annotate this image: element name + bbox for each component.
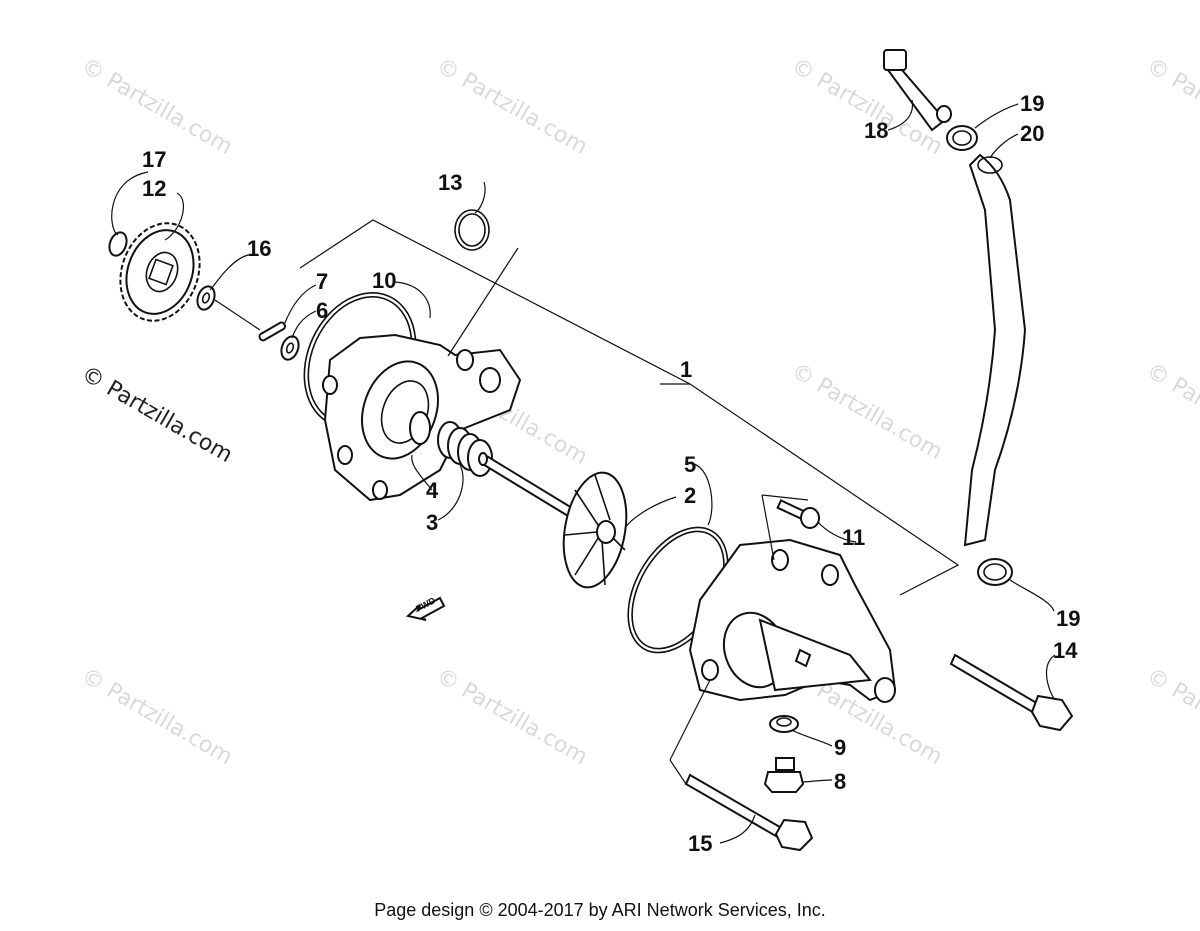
callout-15: 15	[688, 831, 712, 856]
callout-17: 17	[142, 147, 166, 172]
watermark-layer: © Partzilla.com © Partzilla.com © Partzi…	[77, 54, 1200, 771]
callout-9: 9	[834, 735, 846, 760]
part-drain-bolt[interactable]	[763, 757, 805, 793]
part-o-ring-small[interactable]	[454, 209, 490, 251]
part-long-bolt-lower[interactable]	[684, 773, 814, 852]
callout-labels: 17 12 16 7 6 10 13 1 4 3 5 2 11 9 8 14 1…	[142, 91, 1080, 856]
part-hose-clamp-lower[interactable]	[977, 558, 1013, 586]
leader-lines	[111, 99, 1056, 844]
part-mechanical-seal[interactable]	[437, 421, 493, 477]
callout-11: 11	[842, 525, 865, 550]
watermark: © Partzilla.com	[1142, 664, 1200, 771]
part-screw[interactable]	[776, 499, 820, 529]
part-oil-seal[interactable]	[409, 411, 431, 445]
callout-18: 18	[864, 118, 888, 143]
callout-16: 16	[247, 236, 271, 261]
callout-2: 2	[684, 483, 696, 508]
part-drain-washer[interactable]	[769, 715, 799, 733]
part-long-bolt[interactable]	[949, 653, 1074, 732]
watermark: © Partzilla.com	[432, 664, 592, 771]
watermark: © Partzilla.com	[77, 54, 237, 161]
water-pump-diagram: © Partzilla.com © Partzilla.com © Partzi…	[77, 49, 1200, 856]
callout-1: 1	[680, 357, 692, 382]
copyright-footer: Page design © 2004-2017 by ARI Network S…	[374, 900, 826, 920]
part-washer[interactable]	[194, 284, 217, 312]
part-washer-small[interactable]	[278, 334, 301, 362]
callout-7: 7	[316, 269, 328, 294]
part-sprocket[interactable]	[107, 212, 213, 332]
callout-14: 14	[1053, 638, 1078, 663]
watermark: © Partzilla.com	[1142, 54, 1200, 161]
watermark: © Partzilla.com	[1142, 359, 1200, 466]
watermark: © Partzilla.com	[787, 359, 947, 466]
part-hose-clamp-upper[interactable]	[946, 125, 978, 151]
callout-20: 20	[1020, 121, 1044, 146]
part-pin[interactable]	[258, 321, 287, 342]
watermark: © Partzilla.com	[77, 664, 237, 771]
callout-19-upper: 19	[1020, 91, 1044, 116]
part-impeller[interactable]	[555, 468, 634, 593]
callout-19-lower: 19	[1056, 606, 1080, 631]
callout-10: 10	[372, 268, 396, 293]
forward-arrow-icon: FWD	[405, 595, 446, 621]
callout-12: 12	[142, 176, 166, 201]
callout-6: 6	[316, 298, 328, 323]
part-snap-ring[interactable]	[106, 230, 129, 258]
watermark-dark: © Partzilla.com	[77, 362, 237, 469]
part-hose-fitting[interactable]	[883, 49, 952, 132]
callout-8: 8	[834, 769, 846, 794]
callout-13: 13	[438, 170, 462, 195]
part-coolant-hose[interactable]	[963, 153, 1027, 547]
watermark: © Partzilla.com	[432, 54, 592, 161]
callout-5: 5	[684, 452, 696, 477]
axis-line	[214, 299, 261, 331]
callout-3: 3	[426, 510, 438, 535]
callout-4: 4	[426, 478, 439, 503]
part-pump-cover[interactable]	[688, 538, 897, 703]
